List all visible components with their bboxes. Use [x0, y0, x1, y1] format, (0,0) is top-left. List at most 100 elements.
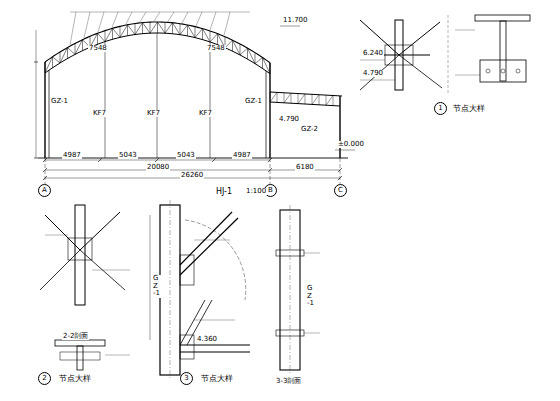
drawing-line: [339, 96, 340, 158]
drawing-part: [60, 352, 100, 360]
drawing-part: [276, 330, 304, 336]
drawing-line: [340, 158, 341, 184]
drawing-line: [180, 351, 250, 352]
drawing-line: [128, 25, 136, 35]
drawing-line: [82, 40, 83, 51]
drawing-line: [188, 25, 196, 38]
axis-bubble: C: [334, 184, 347, 197]
drawing-line: [270, 92, 277, 102]
drawing-line: [36, 30, 37, 158]
drawing-line: [270, 92, 271, 102]
section-title: 3-3剖面: [275, 378, 302, 385]
drawing-line: [105, 42, 106, 158]
drawing-line: [80, 212, 120, 250]
drawing-line: [194, 240, 230, 241]
drawing-line: [277, 92, 278, 102]
drawing-line: [203, 29, 211, 42]
member-tag: GZ-1: [152, 275, 161, 298]
drawing-line: [255, 57, 263, 63]
dimension: 4987: [62, 152, 82, 159]
drawing-line: [40, 250, 80, 290]
drawing-line: [195, 27, 196, 38]
drawing-line: [170, 200, 171, 380]
node-text: 1: [438, 105, 442, 112]
drawing-line: [70, 12, 250, 13]
drawing-line: [45, 215, 80, 250]
drawing-line: [338, 176, 342, 180]
drawing-line: [360, 55, 399, 90]
drawing-line: [112, 28, 113, 39]
drawing-line: [210, 42, 211, 158]
drawing-line: [53, 57, 61, 63]
dimension: 5043: [118, 152, 138, 159]
drawing-line: [45, 22, 270, 63]
drawing-line: [126, 12, 132, 24]
drawing-line: [150, 22, 158, 33]
drawing-line: [312, 94, 313, 104]
drawing-line: [165, 22, 166, 33]
elevation-mark: 4.790: [362, 70, 384, 77]
drawing-line: [105, 28, 113, 41]
dimension: 5043: [176, 152, 196, 159]
member-tag: GZ-1: [244, 98, 263, 105]
node-text: 3: [184, 375, 188, 382]
drawing-line: [284, 93, 285, 103]
drawing-line: [75, 43, 76, 54]
drawing-line: [232, 40, 233, 51]
drawing-line: [112, 12, 118, 27]
drawing-line: [312, 95, 319, 105]
drawing-line: [399, 22, 440, 55]
drawing-part: [276, 250, 304, 256]
member-tag: GZ-1: [50, 98, 69, 105]
drawing-line: [326, 95, 327, 105]
drawing-line: [180, 24, 181, 35]
drawing-line: [143, 23, 151, 33]
drawing-line: [455, 75, 480, 76]
drawing-line: [157, 22, 158, 33]
drawing-line: [210, 12, 216, 30]
drawing-line: [34, 158, 38, 159]
drawing-line: [154, 12, 160, 21]
drawing-line: [280, 26, 300, 27]
drawing-line: [268, 168, 272, 172]
drawing-part: [77, 346, 83, 370]
drawing-line: [305, 94, 306, 104]
elevation-mark: 4.360: [196, 336, 218, 343]
drawing-line: [196, 12, 202, 26]
drawing-line: [105, 355, 130, 356]
drawing-line: [44, 62, 45, 158]
dimension: 20080: [146, 164, 170, 171]
drawing-part: [180, 335, 194, 359]
elevation-mark: 4.790: [278, 116, 300, 123]
drawing-line: [142, 23, 143, 34]
drawing-part: [385, 45, 413, 65]
scale-note: 1:100: [245, 188, 267, 195]
drawing-line: [269, 63, 270, 158]
node-text: A: [42, 187, 47, 194]
drawing-line: [194, 320, 235, 321]
drawing-line: [262, 57, 263, 68]
dimension: 26260: [180, 172, 204, 179]
drawing-part: [75, 205, 85, 305]
member-tag: KF7: [92, 110, 107, 117]
drawing-line: [45, 235, 68, 236]
drawing-part: [475, 15, 530, 21]
drawing-line: [43, 176, 47, 180]
elevation-mark: 11.700: [282, 17, 309, 24]
drawing-line: [165, 23, 173, 33]
drawing-line: [98, 12, 104, 32]
detail-title: 节点大样: [58, 375, 92, 383]
drawing-line: [335, 150, 355, 151]
drawing-line: [240, 44, 241, 55]
drawing-line: [291, 93, 292, 103]
drawing-line: [120, 26, 121, 37]
drawing-line: [360, 80, 395, 81]
drawing-line: [455, 30, 475, 31]
drawing-line: [284, 93, 291, 103]
detail-callout: 2: [38, 372, 51, 385]
drawing-line: [60, 52, 61, 63]
drawing-line: [233, 40, 241, 55]
drawing-line: [210, 31, 211, 42]
drawing-line: [98, 33, 106, 41]
